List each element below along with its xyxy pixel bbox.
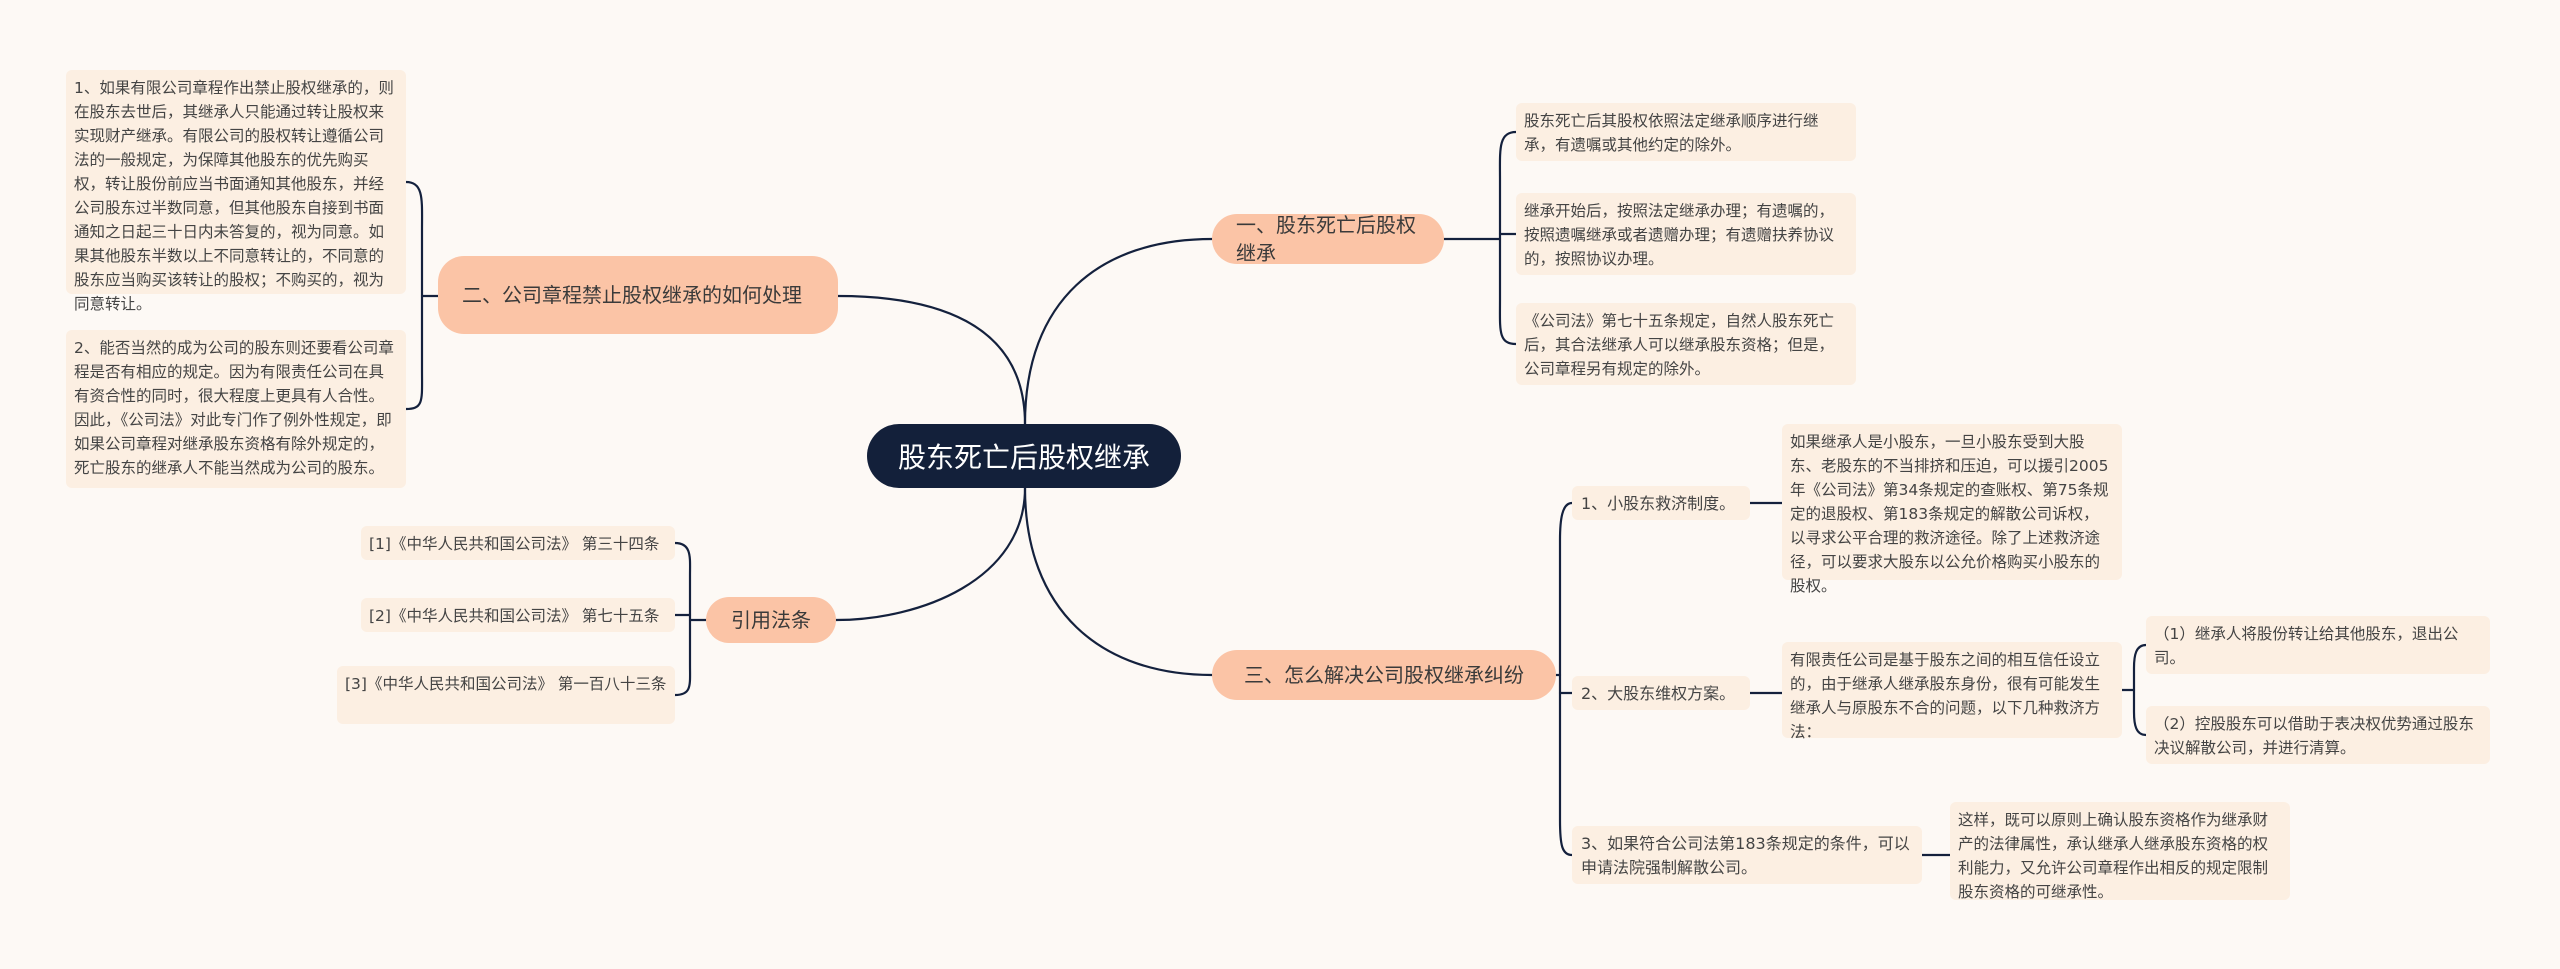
leaf-text: 1、如果有限公司章程作出禁止股权继承的，则在股东去世后，其继承人只能通过转让股权… <box>74 79 394 313</box>
leaf-text: （1）继承人将股份转让给其他股东，退出公司。 <box>2154 625 2459 667</box>
sub-minority-remedy[interactable]: 1、小股东救济制度。 <box>1572 486 1750 520</box>
leaf-shareholder-status[interactable]: 2、能否当然的成为公司的股东则还要看公司章程是否有相应的规定。因为有限责任公司在… <box>66 330 406 488</box>
edge-branch4-items <box>1558 501 1574 857</box>
leaf-text: 2、能否当然的成为公司的股东则还要看公司章程是否有相应的规定。因为有限责任公司在… <box>74 339 394 477</box>
leaf-text: 股东死亡后其股权依照法定继承顺序进行继承，有遗嘱或其他约定的除外。 <box>1524 112 1819 154</box>
edge-root-branch1 <box>1023 237 1214 426</box>
edge-branch1-items <box>1498 130 1518 346</box>
leaf-text: 有限责任公司是基于股东之间的相互信任设立的，由于继承人继承股东身份，很有可能发生… <box>1790 651 2101 741</box>
branch-label: 二、公司章程禁止股权继承的如何处理 <box>462 283 802 307</box>
leaf-text: [1]《中华人民共和国公司法》 第三十四条 <box>369 535 660 553</box>
leaf-will-or-bequest[interactable]: 继承开始后，按照法定继承办理；有遗嘱的，按照遗嘱继承或者遗赠办理；有遗赠扶养协议… <box>1516 193 1856 275</box>
edge-root-branch2 <box>836 294 1027 426</box>
detail-court-dissolution[interactable]: 这样，既可以原则上确认股东资格作为继承财产的法律属性，承认继承人继承股东资格的权… <box>1950 802 2290 901</box>
leaf-law-citation[interactable]: [1]《中华人民共和国公司法》 第三十四条 <box>361 526 675 560</box>
branch-inheritance-after-death[interactable]: 一、股东死亡后股权继承 <box>1212 213 1444 265</box>
leaf-statutory-order[interactable]: 股东死亡后其股权依照法定继承顺序进行继承，有遗嘱或其他约定的除外。 <box>1516 103 1856 161</box>
edge-root-branch4 <box>1023 486 1214 677</box>
leaf-text: 这样，既可以原则上确认股东资格作为继承财产的法律属性，承认继承人继承股东资格的权… <box>1958 811 2269 901</box>
leaf-transfer-equity[interactable]: 1、如果有限公司章程作出禁止股权继承的，则在股东去世后，其继承人只能通过转让股权… <box>66 70 406 313</box>
branch-label: 一、股东死亡后股权继承 <box>1236 213 1416 265</box>
root-topic-label: 股东死亡后股权继承 <box>897 441 1150 474</box>
edge-branch3-items <box>673 541 692 697</box>
leaf-text: 如果继承人是小股东，一旦小股东受到大股东、老股东的不当排挤和压迫，可以援引200… <box>1790 433 2109 595</box>
edge-root-branch3 <box>834 486 1027 622</box>
detail-majority-plan[interactable]: 有限责任公司是基于股东之间的相互信任设立的，由于继承人继承股东身份，很有可能发生… <box>1782 642 2122 741</box>
sub-label: 1、小股东救济制度。 <box>1581 494 1736 513</box>
branch-label: 引用法条 <box>731 608 811 632</box>
sub-label: 2、大股东维权方案。 <box>1581 684 1736 703</box>
root-topic[interactable]: 股东死亡后股权继承 <box>867 424 1181 488</box>
leaf-article-75[interactable]: 《公司法》第七十五条规定，自然人股东死亡后，其合法继承人可以继承股东资格；但是，… <box>1516 303 1856 385</box>
leaf-text: 继承开始后，按照法定继承办理；有遗嘱的，按照遗嘱继承或者遗赠办理；有遗赠扶养协议… <box>1524 202 1835 268</box>
leaf-law-citation[interactable]: [2]《中华人民共和国公司法》 第七十五条 <box>361 598 675 632</box>
leaf-law-citation[interactable]: [3]《中华人民共和国公司法》 第一百八十三条 <box>337 666 675 724</box>
sub-court-dissolution[interactable]: 3、如果符合公司法第183条规定的条件，可以申请法院强制解散公司。 <box>1572 826 1922 884</box>
leaf-text: [3]《中华人民共和国公司法》 第一百八十三条 <box>345 675 667 693</box>
leaf-text: [2]《中华人民共和国公司法》 第七十五条 <box>369 607 660 625</box>
edge-detail2-children <box>2132 643 2148 737</box>
leaf-dissolve-liquidate[interactable]: （2）控股股东可以借助于表决权优势通过股东决议解散公司，并进行清算。 <box>2146 706 2490 764</box>
sub-majority-plan[interactable]: 2、大股东维权方案。 <box>1572 676 1750 710</box>
branch-label: 三、怎么解决公司股权继承纠纷 <box>1244 663 1524 687</box>
branch-cited-laws[interactable]: 引用法条 <box>706 597 836 643</box>
sub-label: 3、如果符合公司法第183条规定的条件，可以申请法院强制解散公司。 <box>1581 834 1910 877</box>
leaf-text: （2）控股股东可以借助于表决权优势通过股东决议解散公司，并进行清算。 <box>2154 715 2474 757</box>
edge-branch2-items <box>404 180 424 411</box>
branch-articles-prohibit-inheritance[interactable]: 二、公司章程禁止股权继承的如何处理 <box>438 256 838 334</box>
branch-resolve-disputes[interactable]: 三、怎么解决公司股权继承纠纷 <box>1212 650 1556 700</box>
leaf-text: 《公司法》第七十五条规定，自然人股东死亡后，其合法继承人可以继承股东资格；但是，… <box>1524 312 1835 378</box>
leaf-transfer-exit[interactable]: （1）继承人将股份转让给其他股东，退出公司。 <box>2146 616 2490 674</box>
detail-minority-remedy[interactable]: 如果继承人是小股东，一旦小股东受到大股东、老股东的不当排挤和压迫，可以援引200… <box>1782 424 2122 595</box>
